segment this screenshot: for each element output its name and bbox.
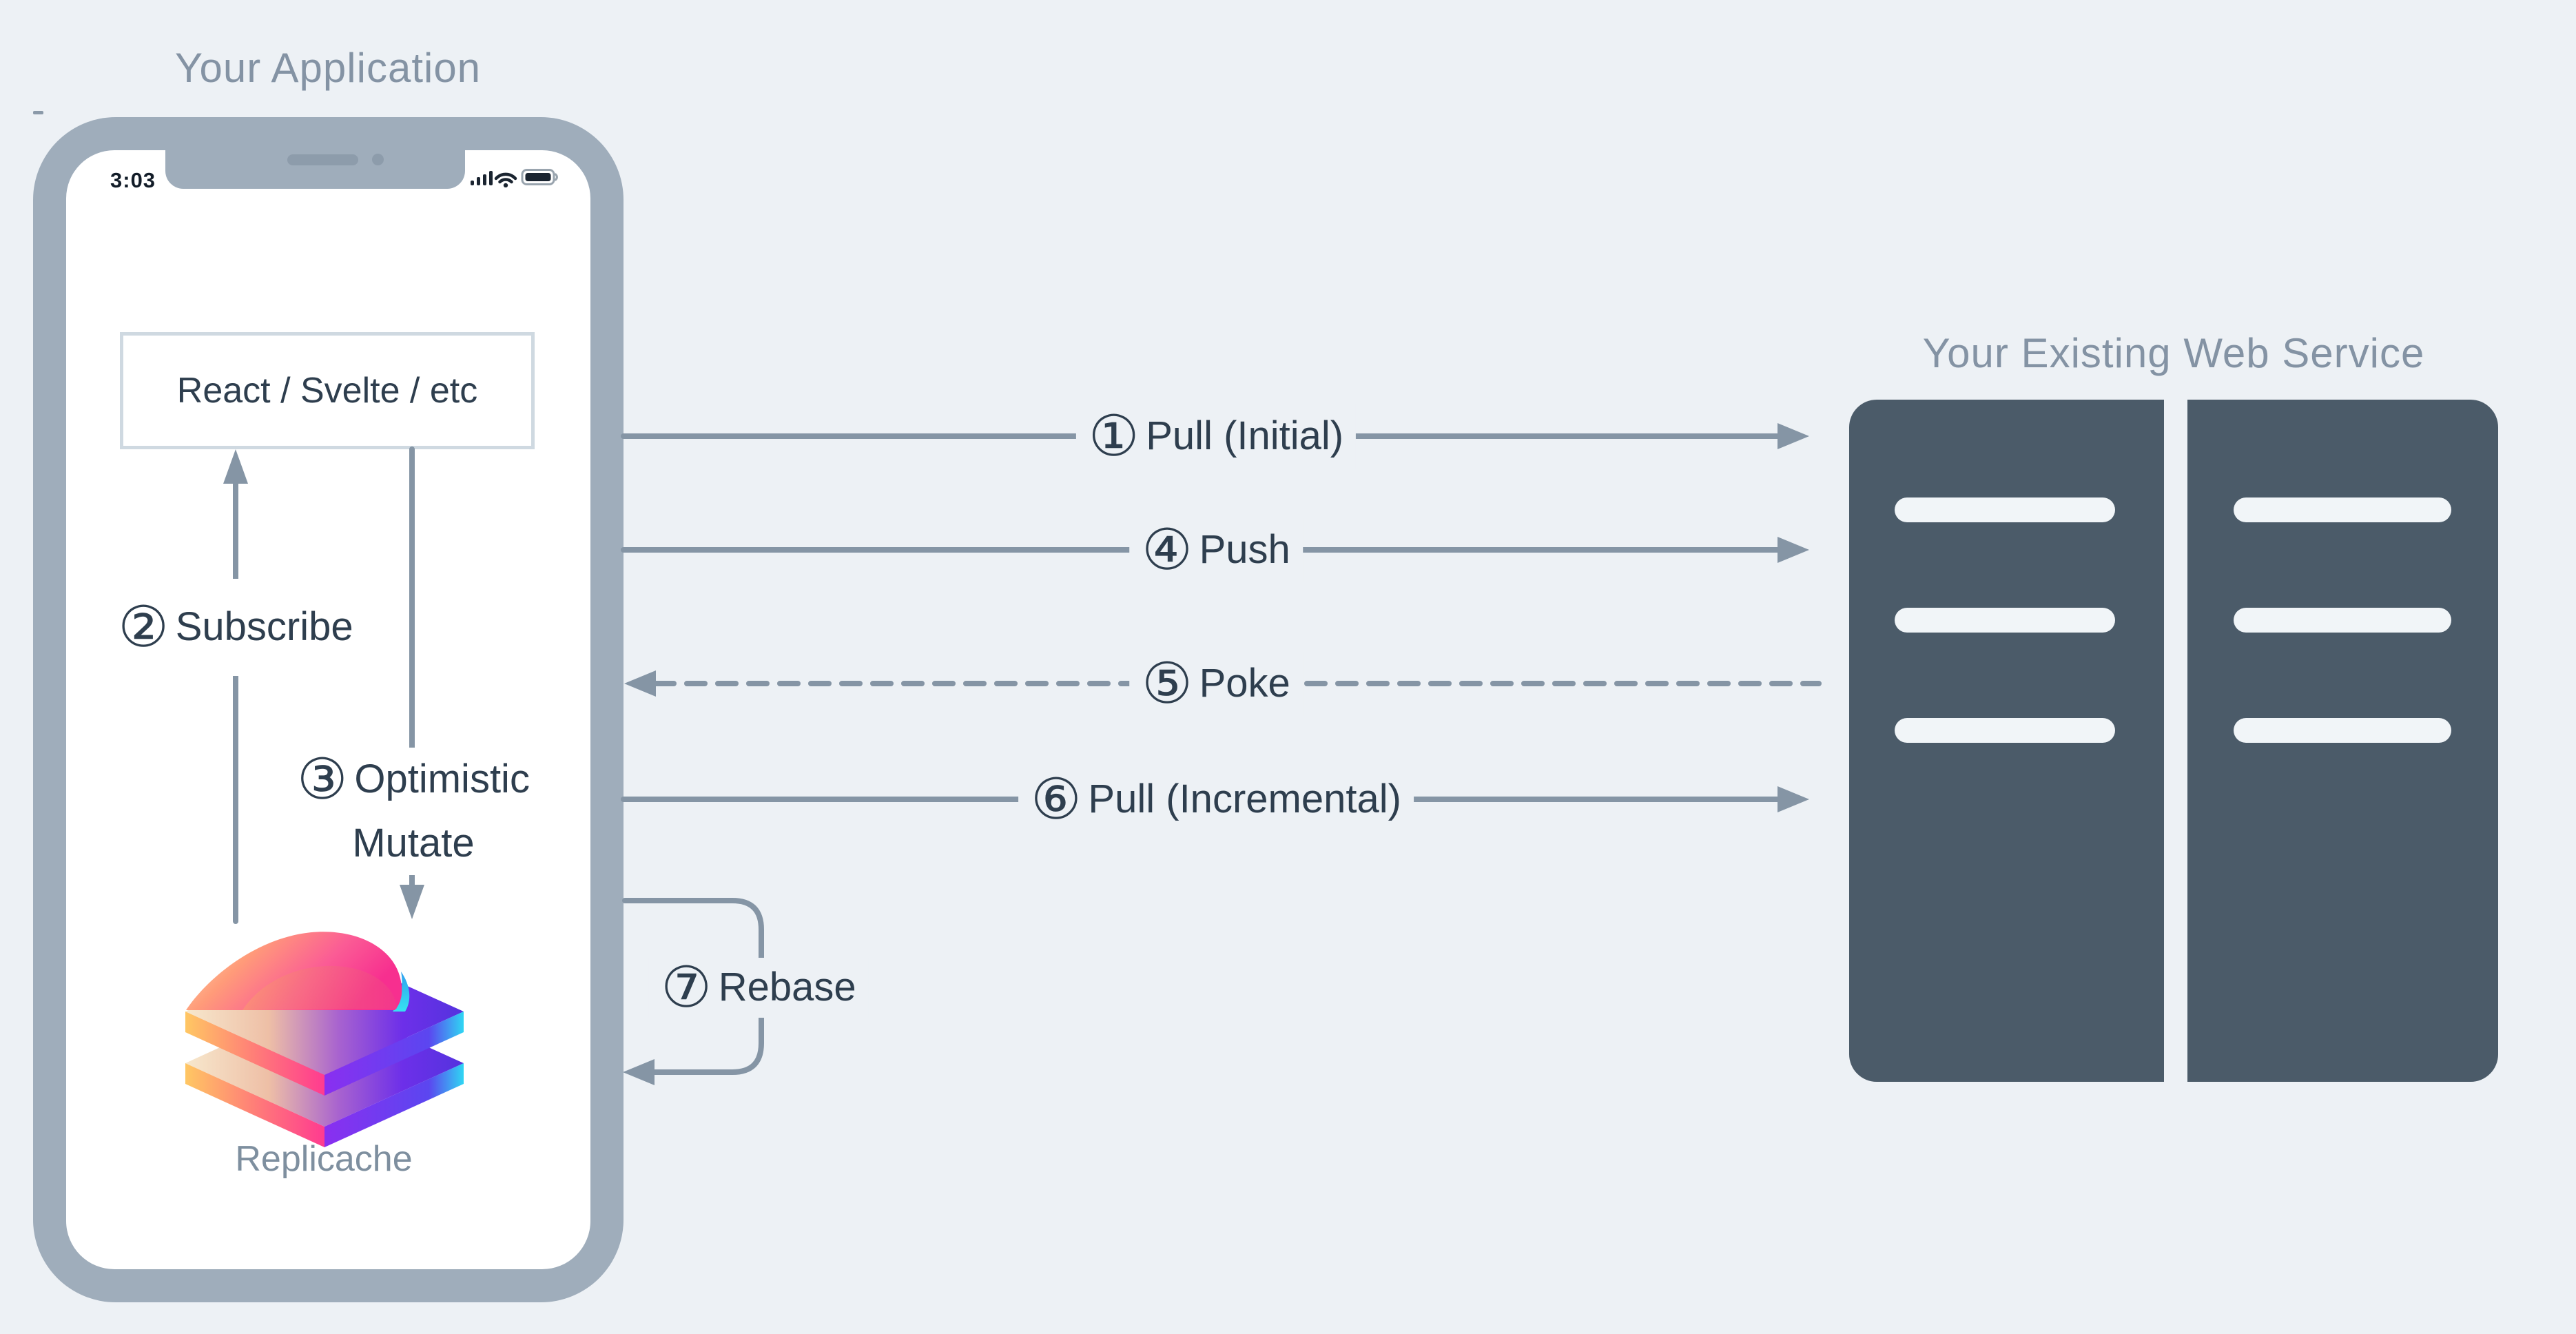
flow-text: Optimistic Mutate: [352, 757, 530, 866]
flow-number: ⑤: [1142, 651, 1193, 717]
replicache-label: Replicache: [235, 1139, 413, 1179]
flow-number: ⑥: [1031, 767, 1082, 833]
flow-number: ③: [297, 747, 348, 813]
speaker-icon: [287, 154, 358, 165]
flow-number: ②: [118, 595, 169, 661]
flow-number: ④: [1142, 517, 1193, 584]
flow-text: Push: [1199, 527, 1290, 572]
server-slot: [1895, 718, 2115, 743]
flow-text: Subscribe: [175, 604, 353, 649]
flow-number: ①: [1088, 404, 1140, 470]
replicache-logo: [185, 932, 464, 1147]
framework-box: React / Svelte / etc: [120, 332, 535, 449]
server-tower-right: [2187, 400, 2498, 1082]
stray-mark: [33, 111, 43, 114]
server-slot: [2234, 718, 2451, 743]
application-title: Your Application: [174, 45, 482, 91]
flow-text: Rebase: [718, 965, 856, 1009]
flow-text: Pull (Initial): [1146, 413, 1344, 458]
battery-icon: [521, 169, 558, 185]
camera-icon: [372, 154, 384, 165]
wifi-icon: [494, 172, 517, 184]
web-service-title: Your Existing Web Service: [1922, 330, 2425, 376]
server-slot: [2234, 608, 2451, 633]
flow-text: Poke: [1199, 661, 1290, 706]
phone-frame: 3:03 React / Svelte / etc: [33, 117, 624, 1302]
flow-number: ⑦: [661, 955, 712, 1021]
server-slot: [1895, 608, 2115, 633]
flow-text: Pull (Incremental): [1088, 777, 1401, 821]
framework-box-label: React / Svelte / etc: [176, 371, 478, 411]
status-time: 3:03: [110, 168, 156, 192]
server-slot: [2234, 497, 2451, 522]
server-tower-left: [1849, 400, 2164, 1082]
status-icons: [471, 169, 558, 187]
server-slot: [1895, 497, 2115, 522]
signal-icon: [471, 171, 493, 185]
